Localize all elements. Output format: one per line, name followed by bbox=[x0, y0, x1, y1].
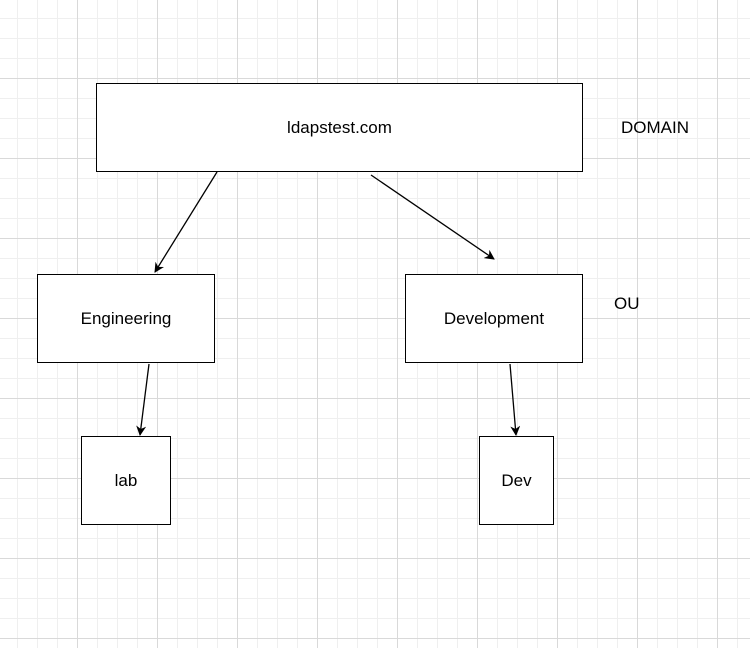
node-dev[interactable]: Dev bbox=[479, 436, 554, 525]
level-label-ou: OU bbox=[614, 294, 640, 313]
node-ou-development[interactable]: Development bbox=[405, 274, 583, 363]
edge-development-to-dev[interactable] bbox=[509, 363, 521, 436]
node-lab-label: lab bbox=[114, 470, 138, 490]
node-ou-development-label: Development bbox=[443, 308, 545, 328]
level-label-domain: DOMAIN bbox=[621, 118, 689, 137]
node-ou-engineering-label: Engineering bbox=[80, 308, 172, 328]
edge-root-to-development[interactable] bbox=[370, 174, 495, 260]
edge-engineering-to-lab[interactable] bbox=[136, 363, 150, 436]
node-domain-root[interactable]: ldapstest.com bbox=[96, 83, 583, 172]
node-dev-label: Dev bbox=[501, 470, 532, 490]
node-domain-root-label: ldapstest.com bbox=[287, 117, 392, 137]
node-lab[interactable]: lab bbox=[81, 436, 171, 525]
node-ou-engineering[interactable]: Engineering bbox=[37, 274, 215, 363]
edge-root-to-engineering[interactable] bbox=[154, 171, 218, 273]
